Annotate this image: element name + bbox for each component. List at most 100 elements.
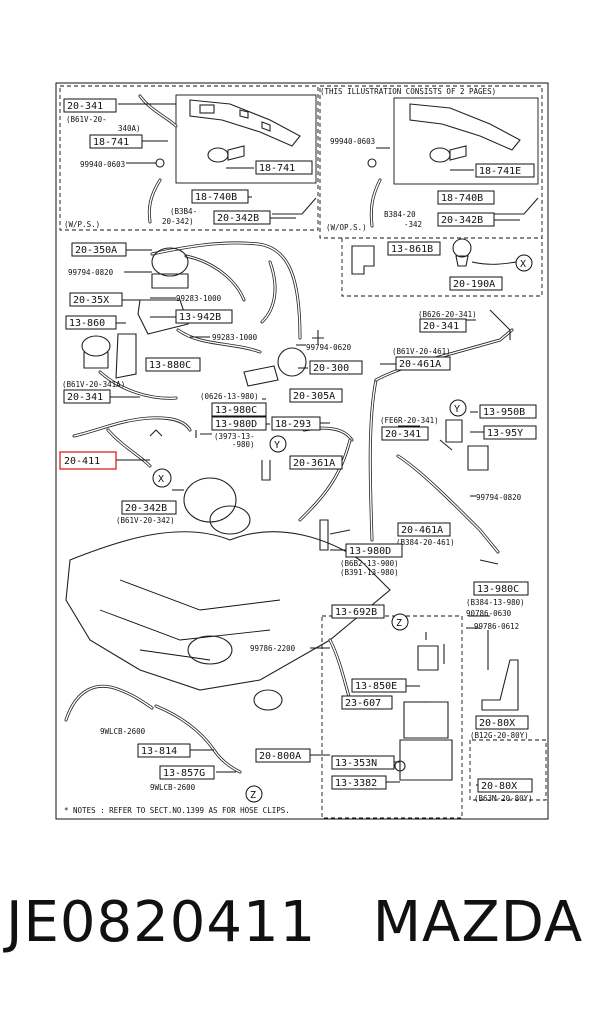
highlighted-part-box — [59, 451, 117, 470]
marker-z-inset: Z — [396, 618, 402, 629]
diagram-frame — [55, 82, 549, 820]
svg-text:13-857G: 13-857G — [163, 768, 205, 779]
svg-text:20-341: 20-341 — [385, 429, 421, 440]
svg-text:20-800A: 20-800A — [259, 751, 301, 762]
svg-text:(B63M-20-80Y): (B63M-20-80Y) — [474, 794, 533, 803]
svg-text:340A): 340A) — [118, 124, 141, 133]
inset-left-labels: 20-341 (B61V-20- 340A) 18-741 99940-0603… — [63, 98, 313, 229]
svg-text:13-880C: 13-880C — [149, 360, 191, 371]
inset-right-subframe — [393, 97, 539, 185]
svg-text:(B12G-20-80Y): (B12G-20-80Y) — [470, 731, 529, 740]
engine-outline — [65, 531, 391, 691]
svg-text:18-740B: 18-740B — [441, 193, 483, 204]
svg-text:13-850E: 13-850E — [355, 681, 397, 692]
svg-text:20-305A: 20-305A — [293, 391, 335, 402]
svg-text:18-741E: 18-741E — [479, 166, 521, 177]
marker-x-label: X — [520, 259, 526, 270]
caption-bar: JE0820411 MAZDA — [0, 890, 600, 1000]
svg-text:20-461A: 20-461A — [399, 359, 441, 370]
svg-text:13-95Y: 13-95Y — [487, 428, 523, 439]
svg-text:20-350A: 20-350A — [75, 245, 117, 256]
svg-text:9WLCB-2600: 9WLCB-2600 — [150, 783, 196, 792]
caption-text: JE0820411 MAZDA — [6, 890, 583, 955]
inset-x-frame — [341, 238, 543, 297]
svg-text:20-342B: 20-342B — [441, 215, 483, 226]
caption-part-number: JE0820411 — [6, 890, 317, 955]
inset-right-tag: (W/OP.S.) — [326, 223, 367, 232]
svg-text:(B3B4-: (B3B4- — [170, 207, 197, 216]
svg-text:(B6B2-13-900): (B6B2-13-900) — [340, 559, 399, 568]
svg-text:99940-0603: 99940-0603 — [330, 137, 375, 146]
highlighted-part-label: 20-411 — [64, 456, 100, 467]
svg-text:90786-0630: 90786-0630 — [466, 609, 512, 618]
svg-text:18-740B: 18-740B — [195, 192, 237, 203]
svg-text:(B384-13-980): (B384-13-980) — [466, 598, 525, 607]
inset-left-tag: (W/P.S.) — [64, 220, 100, 229]
svg-text:20-342B: 20-342B — [217, 213, 259, 224]
svg-text:13-950B: 13-950B — [483, 407, 525, 418]
svg-text:20-300: 20-300 — [313, 363, 349, 374]
svg-text:(FE6R-20-341): (FE6R-20-341) — [380, 416, 439, 425]
svg-text:20-341: 20-341 — [67, 392, 103, 403]
svg-text:13-980C: 13-980C — [215, 405, 257, 416]
svg-text:99283-1000: 99283-1000 — [176, 294, 222, 303]
caption-brand: MAZDA — [372, 890, 584, 955]
bracket-part — [189, 99, 301, 147]
svg-text:99786-2200: 99786-2200 — [250, 644, 296, 653]
svg-text:(B61V-20-341A): (B61V-20-341A) — [62, 380, 125, 389]
svg-text:20-80X: 20-80X — [481, 781, 517, 792]
svg-text:B384-20: B384-20 — [384, 210, 416, 219]
svg-text:(B384-20-461): (B384-20-461) — [396, 538, 455, 547]
svg-text:20-342): 20-342) — [162, 217, 194, 226]
marker-z-bottom: Z — [250, 790, 256, 801]
svg-text:(B626-20-341): (B626-20-341) — [418, 310, 477, 319]
svg-text:13-860: 13-860 — [69, 318, 105, 329]
label-20-190a: 20-190A — [453, 279, 495, 290]
inset-left-subframe — [175, 94, 317, 184]
svg-text:(B61V-20-: (B61V-20- — [66, 115, 107, 124]
svg-text:23-607: 23-607 — [345, 698, 381, 709]
svg-text:20-80X: 20-80X — [479, 718, 515, 729]
svg-text:-980): -980) — [232, 440, 255, 449]
svg-text:99794-0820: 99794-0820 — [476, 493, 522, 502]
svg-text:18-293: 18-293 — [275, 419, 311, 430]
svg-text:13-3382: 13-3382 — [335, 778, 377, 789]
svg-text:13-942B: 13-942B — [179, 312, 221, 323]
svg-text:(0626-13-980): (0626-13-980) — [200, 392, 259, 401]
svg-text:13-353N: 13-353N — [335, 758, 377, 769]
svg-text:13-980D: 13-980D — [349, 546, 391, 557]
svg-text:20-461A: 20-461A — [401, 525, 443, 536]
svg-text:13-980D: 13-980D — [215, 419, 257, 430]
svg-text:13-692B: 13-692B — [335, 607, 377, 618]
marker-x-circle — [515, 254, 533, 272]
header-note: (THIS ILLUSTRATION CONSISTS OF 2 PAGES) — [320, 87, 496, 96]
main-labels: 20-350A 99794-0820 99283-1000 20-35X 13-… — [59, 242, 537, 803]
svg-text:20-341: 20-341 — [67, 101, 103, 112]
svg-text:99786-0612: 99786-0612 — [474, 622, 519, 631]
valve-part — [207, 147, 229, 163]
svg-text:13-814: 13-814 — [141, 746, 177, 757]
marker-y-right: Y — [454, 404, 460, 415]
parts-diagram: (THIS ILLUSTRATION CONSISTS OF 2 PAGES) … — [55, 82, 549, 820]
svg-text:(B61V-20-342): (B61V-20-342) — [116, 516, 175, 525]
svg-text:18-741: 18-741 — [93, 137, 129, 148]
svg-text:20-361A: 20-361A — [293, 458, 335, 469]
svg-text:99794-0820: 99794-0820 — [68, 268, 114, 277]
footer-note: * NOTES : REFER TO SECT.NO.1399 AS FOR H… — [64, 806, 290, 815]
svg-text:(3973-13-: (3973-13- — [214, 432, 255, 441]
inset-left-frame — [59, 85, 319, 231]
svg-text:9WLCB-2600: 9WLCB-2600 — [100, 727, 146, 736]
marker-x-main: X — [158, 474, 164, 485]
svg-text:20-35X: 20-35X — [73, 295, 109, 306]
label-13-861b: 13-861B — [391, 244, 433, 255]
svg-text:13-980C: 13-980C — [477, 584, 519, 595]
svg-text:-342: -342 — [404, 220, 422, 229]
inset-z-frame — [321, 615, 463, 819]
svg-text:99283-1000: 99283-1000 — [212, 333, 258, 342]
svg-text:18-741: 18-741 — [259, 163, 295, 174]
svg-text:(B391-13-980): (B391-13-980) — [340, 568, 399, 577]
main-drawing: X Y Y Z — [64, 241, 547, 819]
svg-text:(B61V-20-461): (B61V-20-461) — [392, 347, 451, 356]
parts-diagram-svg: (THIS ILLUSTRATION CONSISTS OF 2 PAGES) … — [55, 82, 549, 820]
svg-text:20-341: 20-341 — [423, 321, 459, 332]
